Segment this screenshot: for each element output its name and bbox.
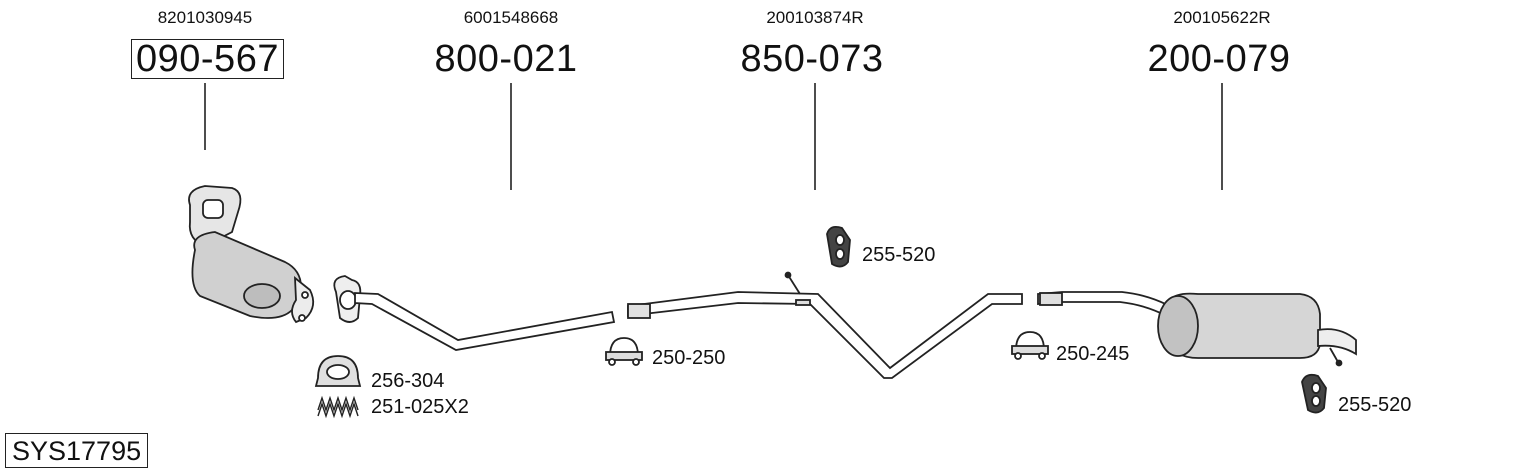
accessory-label-clamp-left[interactable]: 250-250 [652, 347, 726, 369]
accessory-label-hanger-top[interactable]: 255-520 [862, 244, 936, 266]
clamp-icon-right [1011, 331, 1049, 360]
clamp-icon-left [605, 337, 643, 366]
accessory-label-springs[interactable]: 251-025X2 [371, 396, 469, 418]
oem-number-1: 8201030945 [157, 8, 253, 27]
part-number-3[interactable]: 850-073 [740, 38, 884, 80]
rear-silencer-icon [1037, 291, 1357, 367]
rubber-hanger-icon-top [826, 225, 851, 268]
part-number-2[interactable]: 800-021 [434, 38, 578, 80]
accessory-label-gasket[interactable]: 256-304 [371, 370, 445, 392]
middle-pipe-icon [627, 271, 1023, 379]
part-number-4[interactable]: 200-079 [1147, 38, 1291, 80]
oem-number-2: 6001548668 [463, 8, 559, 27]
oem-number-3: 200103874R [766, 8, 864, 27]
system-id-label: SYS17795 [5, 433, 149, 468]
gasket-icon [314, 355, 362, 387]
front-pipe-icon [333, 275, 616, 351]
oem-number-4: 200105622R [1173, 8, 1271, 27]
part-number-1[interactable]: 090-567 [131, 39, 284, 79]
springs-icon [317, 395, 359, 419]
catalytic-converter-icon [188, 185, 315, 324]
accessory-label-hanger-bottom[interactable]: 255-520 [1338, 394, 1412, 416]
accessory-label-clamp-right[interactable]: 250-245 [1056, 343, 1130, 365]
rubber-hanger-icon-bottom [1301, 373, 1327, 414]
